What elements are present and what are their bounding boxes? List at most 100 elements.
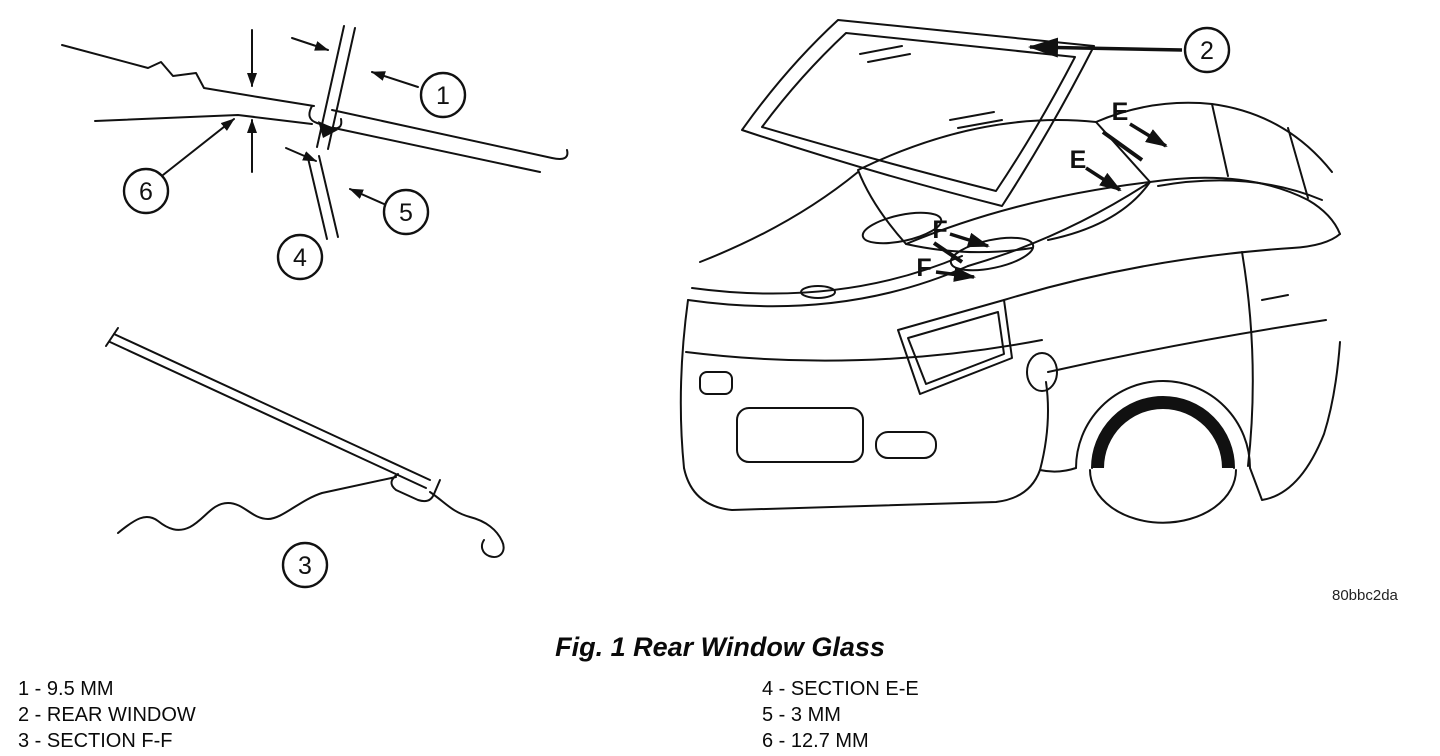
sail-panel-line	[1047, 181, 1151, 241]
fascia-right-edge	[1039, 381, 1049, 471]
callout-3-label: 3	[298, 552, 312, 580]
legend-item-6: 6 - 12.7 MM	[762, 730, 869, 752]
reflector-right	[875, 431, 937, 459]
legend-item-5: 5 - 3 MM	[762, 704, 841, 726]
legend-item-2: 2 - REAR WINDOW	[18, 704, 196, 726]
trunk-emblem	[800, 285, 836, 299]
beltline-right	[1149, 176, 1341, 235]
arrow-strip-lower	[285, 147, 317, 162]
ff-strip-top-edge	[113, 333, 431, 481]
bumper-to-arch-line	[1039, 467, 1077, 473]
car-body	[679, 101, 1341, 524]
glass-strip-lower-left-edge	[307, 157, 328, 240]
glass-outer-outline	[741, 19, 1095, 207]
ff-body-panel-wavy-line	[117, 476, 397, 534]
wheel-arch-shadow	[1092, 397, 1234, 468]
legend-column-right: 4 - SECTION E-E 5 - 3 MM 6 - 12.7 MM	[762, 676, 919, 754]
callout-3-circle	[281, 541, 329, 589]
section-ee-arrow-lower	[1085, 166, 1122, 192]
trunk-left-edge	[699, 171, 859, 263]
callout-1-circle	[419, 71, 467, 119]
ff-body-panel-right-line	[429, 491, 505, 558]
figure-caption: Fig. 1 Rear Window Glass	[555, 632, 885, 662]
panel-lower-line	[94, 114, 313, 125]
ff-strip-bottom-edge	[109, 341, 427, 489]
glass-highlight-2b	[957, 119, 1003, 129]
side-glass-bottom	[1157, 179, 1323, 201]
callout-5: 5	[382, 188, 430, 236]
glass-highlight-1b	[867, 53, 911, 63]
fascia-bottom	[683, 467, 1041, 511]
image-code: 80bbc2da	[1332, 587, 1399, 604]
trunk-rear-edge	[687, 265, 969, 308]
figure-drawing: 1 6 5 4 3	[61, 19, 1399, 604]
section-ff-label-lower: F	[916, 254, 931, 282]
legend-item-1: 1 - 9.5 MM	[18, 678, 114, 700]
legend: 1 - 9.5 MM 2 - REAR WINDOW 3 - SECTION F…	[0, 676, 1440, 756]
section-ee-cut-line	[1101, 130, 1144, 162]
fascia-left-edge	[679, 299, 689, 469]
section-ff-markers: F F	[916, 216, 990, 282]
callout-4-label: 4	[293, 244, 307, 272]
callout-2: 2	[1028, 26, 1231, 74]
section-ff-label-upper: F	[932, 216, 947, 244]
callout-6-label: 6	[139, 178, 153, 206]
ff-strip-end-tick	[105, 327, 119, 347]
pillar-line-2	[1287, 127, 1309, 199]
car-illustration: E E F F 2	[679, 19, 1341, 524]
callout-5-label: 5	[399, 199, 413, 227]
ff-retainer-clip	[390, 473, 441, 503]
legend-item-4: 4 - SECTION E-E	[762, 678, 919, 700]
section-ee-arrow-upper	[1129, 122, 1168, 148]
panel-lower-line-right	[333, 127, 541, 173]
tire	[1089, 469, 1237, 524]
arrow-callout-5	[349, 188, 385, 205]
panel-upper-line	[61, 44, 315, 107]
section-ee-label-upper: E	[1112, 98, 1129, 126]
arrow-strip-top	[291, 37, 329, 51]
section-ff-arrow-upper	[949, 232, 990, 248]
callout-4-circle	[276, 233, 324, 281]
arrow-callout-2	[1028, 37, 1183, 58]
taillight-outer	[897, 299, 1013, 395]
section-ee-detail: 1 6 5 4	[61, 25, 569, 281]
callout-3: 3	[281, 541, 329, 589]
rocker-right	[1249, 341, 1341, 501]
section-ff-arrow-lower	[935, 266, 976, 282]
trunk-front-seam	[905, 243, 1033, 254]
license-plate-recess	[736, 407, 864, 463]
callout-1: 1	[419, 71, 467, 119]
pillar-line-1	[1211, 103, 1229, 177]
section-ee-label-lower: E	[1070, 146, 1087, 174]
clip-wedge	[318, 121, 338, 138]
callout-2-circle	[1183, 26, 1231, 74]
quarter-shoulder-line	[1003, 233, 1341, 301]
wheel-arch-outer	[1075, 380, 1251, 469]
glass-strip-upper-right-edge	[327, 27, 356, 150]
rear-window-glass	[741, 19, 1095, 207]
taillight-inner	[907, 311, 1005, 385]
section-ff-cut-line	[932, 241, 964, 264]
glass-highlight-1a	[859, 45, 903, 55]
bumper-crease	[685, 339, 1043, 362]
arrow-callout-6	[162, 118, 235, 176]
shelf-speaker-1	[861, 211, 943, 245]
callout-2-label: 2	[1200, 37, 1214, 65]
section-ee-markers: E E	[1070, 98, 1168, 192]
quarter-crease-line	[1047, 319, 1327, 373]
section-ff-detail: 3	[105, 327, 505, 589]
callout-5-circle	[382, 188, 430, 236]
fuel-door	[1026, 352, 1058, 392]
callout-4: 4	[276, 233, 324, 281]
panel-upper-line-right	[331, 109, 569, 160]
rear-window-opening	[857, 119, 1151, 245]
glass-strip-lower-right-edge	[318, 155, 339, 238]
door-handle	[1261, 294, 1289, 301]
legend-item-3: 3 - SECTION F-F	[18, 730, 173, 752]
callout-6-circle	[122, 167, 170, 215]
trunk-right-seam	[967, 181, 1151, 267]
door-seam	[1241, 251, 1254, 467]
legend-column-left: 1 - 9.5 MM 2 - REAR WINDOW 3 - SECTION F…	[18, 676, 196, 754]
reflector-left	[699, 371, 733, 395]
